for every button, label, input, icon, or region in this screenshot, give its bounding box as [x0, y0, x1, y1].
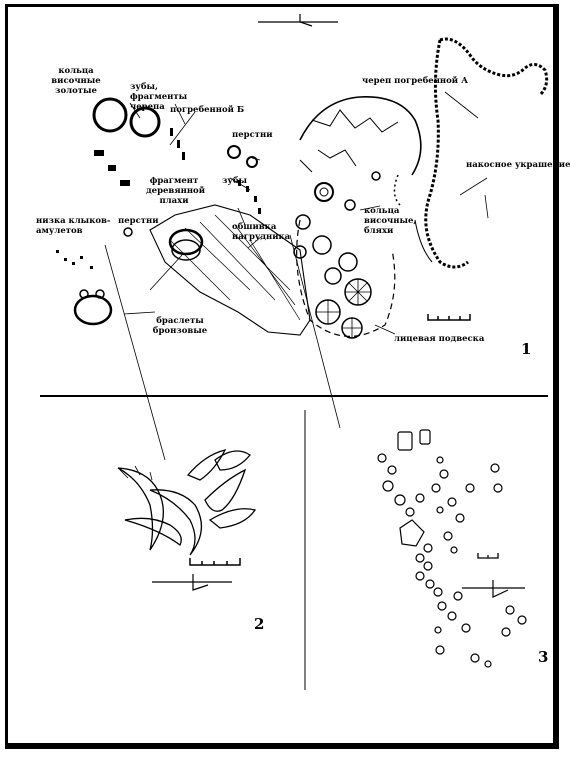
label-rings-top: перстни — [232, 130, 273, 140]
label-bronze-bracelets: браслеты бронзовые — [152, 316, 208, 336]
scale-bar-3 — [477, 553, 499, 559]
label-braid-ornament: накосное украшение — [466, 160, 570, 170]
label-gold-temple-rings: кольца височные золотые — [51, 66, 101, 96]
label-rings-left: перстни — [118, 216, 159, 226]
label-teeth-skull: зубы, фрагменты черепа — [130, 82, 188, 112]
scale-bar-2 — [189, 558, 241, 566]
label-skull-a: череп погребенной А — [362, 76, 468, 86]
label-temple-rings-plaques: кольца височные, бляхи — [364, 206, 417, 236]
label-buried-b: погребенной Б — [170, 105, 245, 115]
label-teeth: зубы — [222, 176, 248, 186]
bead-scatter — [377, 429, 527, 668]
label-breastplate: обшивка нагрудника — [232, 222, 291, 242]
fang-amulets — [117, 449, 257, 556]
label-fang-amulets: низка клыков-амулетов — [36, 216, 111, 236]
north-arrow-3 — [462, 580, 525, 598]
panel-number-2: 2 — [254, 615, 265, 633]
label-plank-fragment: фрагмент деревянной плахи — [146, 176, 206, 206]
burial-plan — [73, 37, 549, 461]
north-arrow-2 — [152, 574, 232, 591]
label-face-pendant: лицевая подвеска — [394, 334, 485, 344]
panel-number-3: 3 — [538, 648, 549, 666]
scale-bar-1 — [427, 314, 471, 321]
panel-number-1: 1 — [521, 340, 532, 358]
teeth-fragments — [56, 128, 261, 269]
north-arrow-1 — [258, 14, 338, 27]
figure-frame — [5, 4, 559, 749]
